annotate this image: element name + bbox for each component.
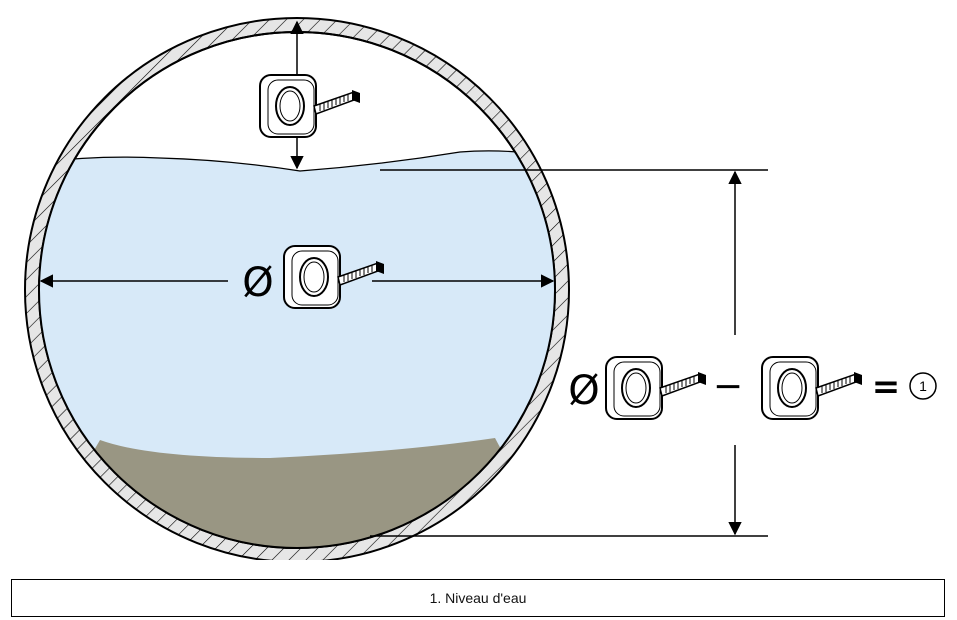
legend-item-water-level: 1. Niveau d'eau [429,590,527,606]
tape-measure-icon [761,356,863,420]
legend: 1. Niveau d'eau [11,579,945,617]
minus-symbol: − [713,366,743,407]
tape-measure-icon [605,356,707,420]
formula-diameter-symbol: Ø [568,368,599,414]
equals-symbol: = [872,367,901,407]
callout-number: 1 [919,378,927,394]
pipe-measurement-diagram: Ø Ø − = 1 [24,17,937,560]
callout-circle [909,372,937,400]
diameter-symbol: Ø [242,260,273,306]
